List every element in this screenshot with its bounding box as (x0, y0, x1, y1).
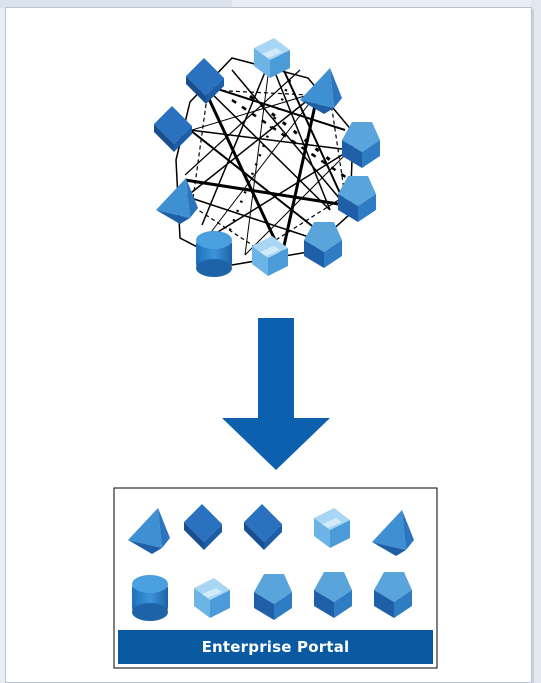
system-cluster (154, 38, 380, 277)
cylinder-icon (196, 231, 232, 277)
pentagon-icon (304, 222, 342, 268)
enterprise-portal-label: Enterprise Portal (201, 638, 350, 656)
pentagon-icon (342, 122, 380, 168)
cube-icon (186, 58, 224, 104)
cylinder-icon (132, 575, 168, 621)
down-arrow-icon (222, 318, 330, 470)
page-background-band (0, 0, 232, 8)
pentagon-icon (338, 176, 376, 222)
page-right-border (531, 0, 541, 683)
enterprise-portal-box (113, 487, 438, 669)
cube-icon (154, 106, 192, 152)
